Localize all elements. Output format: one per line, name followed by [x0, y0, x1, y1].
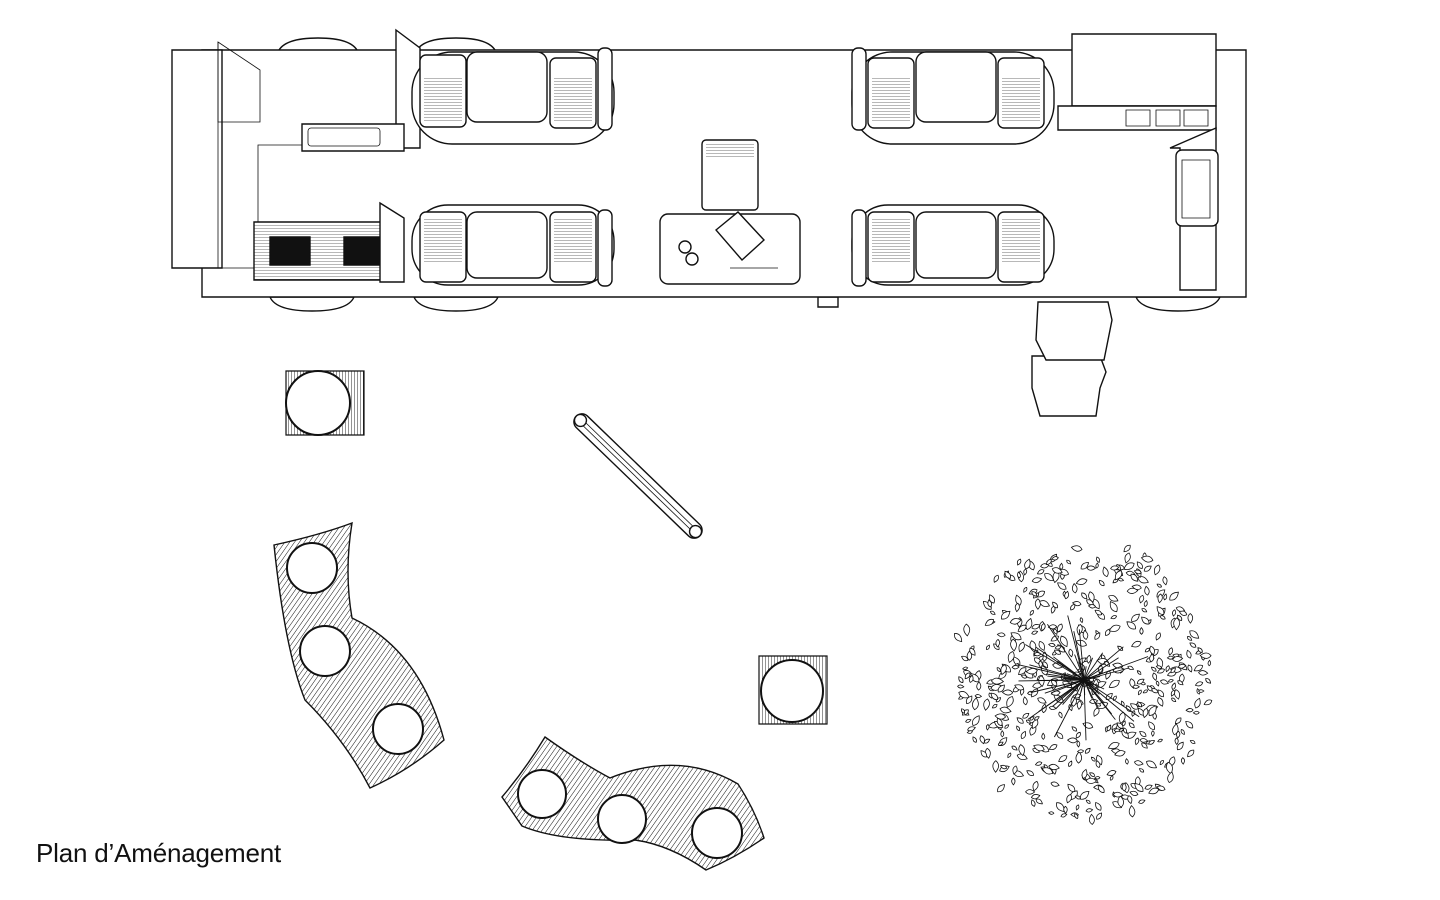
- lounge-bottom-left: [412, 205, 614, 286]
- curved-bench-left: [274, 523, 444, 788]
- stacked-stools: [1032, 302, 1112, 416]
- lounge-top-left: [412, 48, 614, 144]
- cab: [172, 50, 222, 268]
- wheel-bottom-2: [414, 297, 498, 311]
- wheel-bottom-3: [1136, 297, 1220, 311]
- desk-and-chair: [660, 140, 800, 284]
- wheel-top-1: [278, 38, 358, 52]
- cube-stool-2: [759, 656, 827, 724]
- lounge-bottom-right: [852, 205, 1054, 286]
- diagonal-bench: [571, 411, 706, 542]
- tree-canopy-icon: [953, 544, 1213, 825]
- rear-cabinets: [1058, 34, 1218, 290]
- curved-bench-bottom: [502, 737, 764, 870]
- lounge-top-right: [852, 48, 1054, 144]
- kitchen-counter: [254, 203, 404, 282]
- step: [818, 297, 838, 307]
- cube-stool-1: [286, 371, 364, 435]
- wheel-bottom-1: [270, 297, 354, 311]
- wheel-top-2: [416, 38, 496, 52]
- bus-vehicle: [172, 30, 1246, 311]
- sink: [302, 124, 404, 151]
- plan-caption: Plan d’Aménagement: [36, 838, 281, 868]
